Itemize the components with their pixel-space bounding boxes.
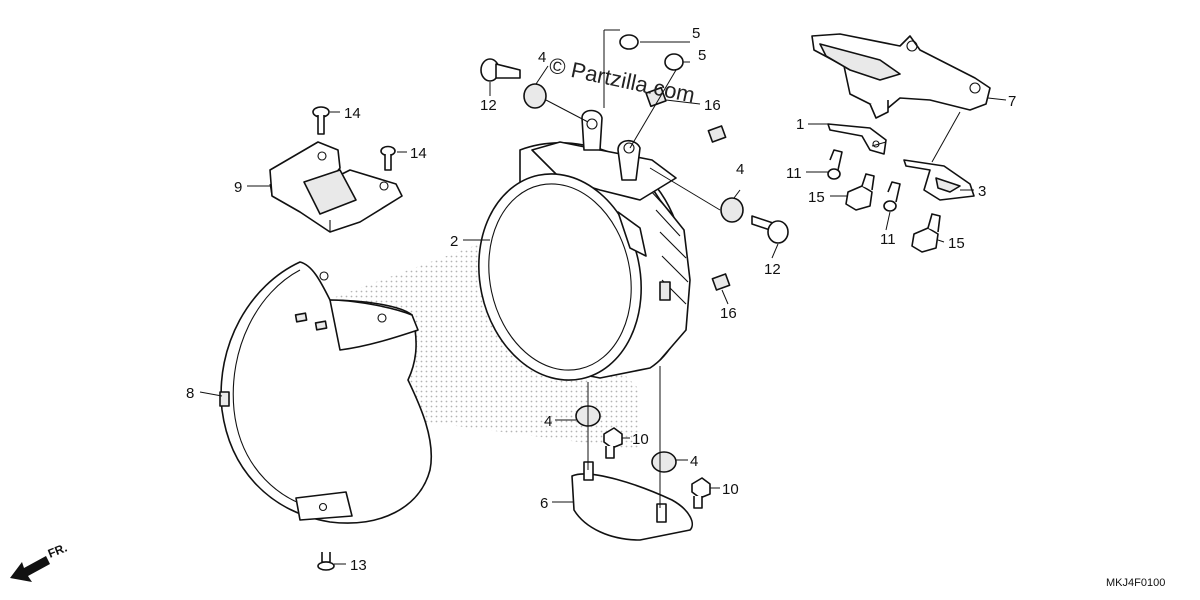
callout-11-b: 11 xyxy=(880,231,896,248)
callout-4-c: 4 xyxy=(544,413,552,430)
callout-4-d: 4 xyxy=(690,453,698,470)
screw-14-a xyxy=(312,106,330,135)
callout-9: 9 xyxy=(234,179,242,196)
bolt-12-b xyxy=(751,215,789,244)
grommet-4-d xyxy=(651,451,677,473)
lower-bracket-part-6 xyxy=(571,461,694,541)
clip-16-b xyxy=(707,125,727,143)
callout-4-b: 4 xyxy=(736,161,744,178)
screw-14-b xyxy=(380,145,396,171)
bracket-part-3 xyxy=(903,159,975,201)
callout-12-a: 12 xyxy=(480,97,497,114)
callout-11-a: 11 xyxy=(786,165,802,182)
bolt-11-b xyxy=(883,181,901,212)
bolt-15-b xyxy=(911,213,941,253)
front-arrow-label: FR. xyxy=(46,541,69,561)
grommet-4-a xyxy=(523,83,547,109)
bolt-12-a xyxy=(480,58,521,82)
headlight-unit-part xyxy=(478,109,691,381)
callout-3: 3 xyxy=(978,183,986,200)
headlight-rim-part xyxy=(219,261,432,524)
callout-5-b: 5 xyxy=(698,47,706,64)
callouts: 1 2 3 4 4 4 4 5 5 6 7 8 9 10 10 11 11 12… xyxy=(186,25,1016,574)
callout-10-b: 10 xyxy=(722,481,739,498)
collar-5-a xyxy=(619,34,639,50)
callout-5-a: 5 xyxy=(692,25,700,42)
top-bracket-part-7 xyxy=(811,33,991,119)
bracket-part-9 xyxy=(269,141,403,233)
clip-16-c xyxy=(711,273,731,291)
callout-16-a: 16 xyxy=(704,97,721,114)
callout-6: 6 xyxy=(540,495,548,512)
callout-15-a: 15 xyxy=(808,189,825,206)
callout-16-b: 16 xyxy=(720,305,737,322)
bolt-10-b xyxy=(691,477,711,509)
callout-14-b: 14 xyxy=(410,145,427,162)
callout-13: 13 xyxy=(350,557,367,574)
callout-10-a: 10 xyxy=(632,431,649,448)
small-bracket-part-1 xyxy=(827,123,887,155)
bolt-15-a xyxy=(845,173,875,211)
callout-12-b: 12 xyxy=(764,261,781,278)
collar-5-b xyxy=(664,53,684,71)
callout-15-b: 15 xyxy=(948,235,965,252)
reflection-band xyxy=(300,240,640,450)
callout-1: 1 xyxy=(796,116,804,133)
front-arrow: FR. xyxy=(10,541,69,582)
bolt-10-a xyxy=(603,427,623,459)
grommet-4-b xyxy=(720,197,744,223)
screw-13 xyxy=(317,552,335,571)
front-arrow-icon xyxy=(10,556,50,582)
diagram-code: MKJ4F0100 xyxy=(1106,577,1165,589)
callout-2: 2 xyxy=(450,233,458,250)
callout-8: 8 xyxy=(186,385,194,402)
callout-4-a: 4 xyxy=(538,49,546,66)
clip-16-a xyxy=(645,86,667,108)
callout-7: 7 xyxy=(1008,93,1016,110)
callout-14-a: 14 xyxy=(344,105,361,122)
leader-lines xyxy=(199,29,1007,565)
bolt-11-a xyxy=(827,149,843,180)
